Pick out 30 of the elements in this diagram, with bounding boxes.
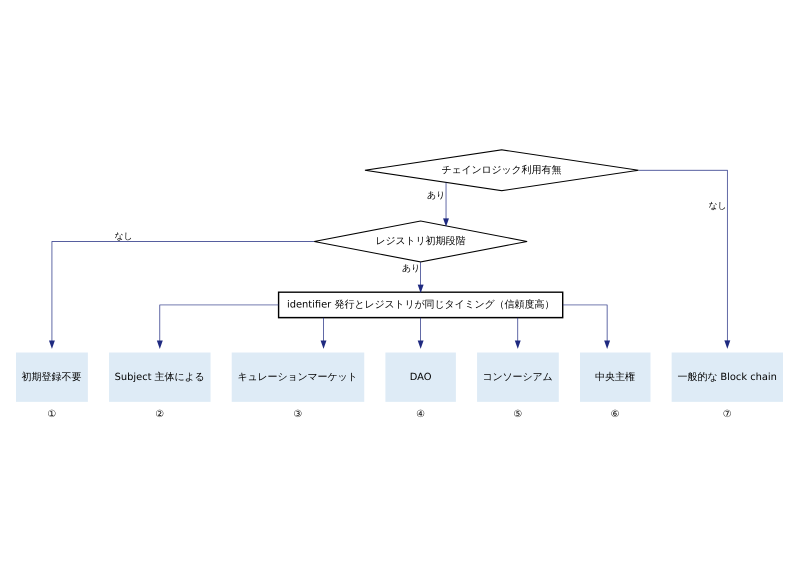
arrow [156, 304, 279, 349]
node-label: ③ [293, 408, 302, 420]
edge-label: なし [114, 230, 132, 242]
node-label: ⑥ [610, 408, 620, 420]
node-box: DAO [385, 352, 456, 402]
arrow [418, 317, 424, 349]
edge-label: なし [708, 200, 726, 212]
arrow [418, 262, 424, 294]
node-box: identifier 発行とレジストリが同じタイミング（信頼度高） [278, 292, 564, 318]
node-diamond: レジストリ初期段階 [314, 220, 528, 262]
node-box: 初期登録不要 [16, 352, 88, 402]
arrow [562, 304, 610, 349]
edge-label: あり [402, 263, 420, 274]
node-box: コンソーシアム [477, 352, 559, 402]
arrow [443, 182, 449, 227]
arrow [320, 317, 326, 349]
node-label: ② [155, 408, 164, 420]
node-label: ⑤ [513, 408, 522, 420]
arrow [638, 170, 730, 349]
node-label: ⑦ [722, 408, 732, 420]
node-box: キュレーションマーケット [232, 352, 364, 402]
node-box: 中央主権 [580, 352, 650, 402]
arrow [514, 317, 521, 349]
node-box: 一般的な Block chain [672, 352, 784, 402]
node-label: ① [47, 408, 56, 420]
node-diamond: チェインロジック利用有無 [364, 149, 640, 192]
node-label: ④ [416, 408, 425, 420]
arrow [48, 241, 314, 349]
edge-label: あり [427, 190, 446, 202]
node-box: Subject 主体による [109, 352, 211, 402]
